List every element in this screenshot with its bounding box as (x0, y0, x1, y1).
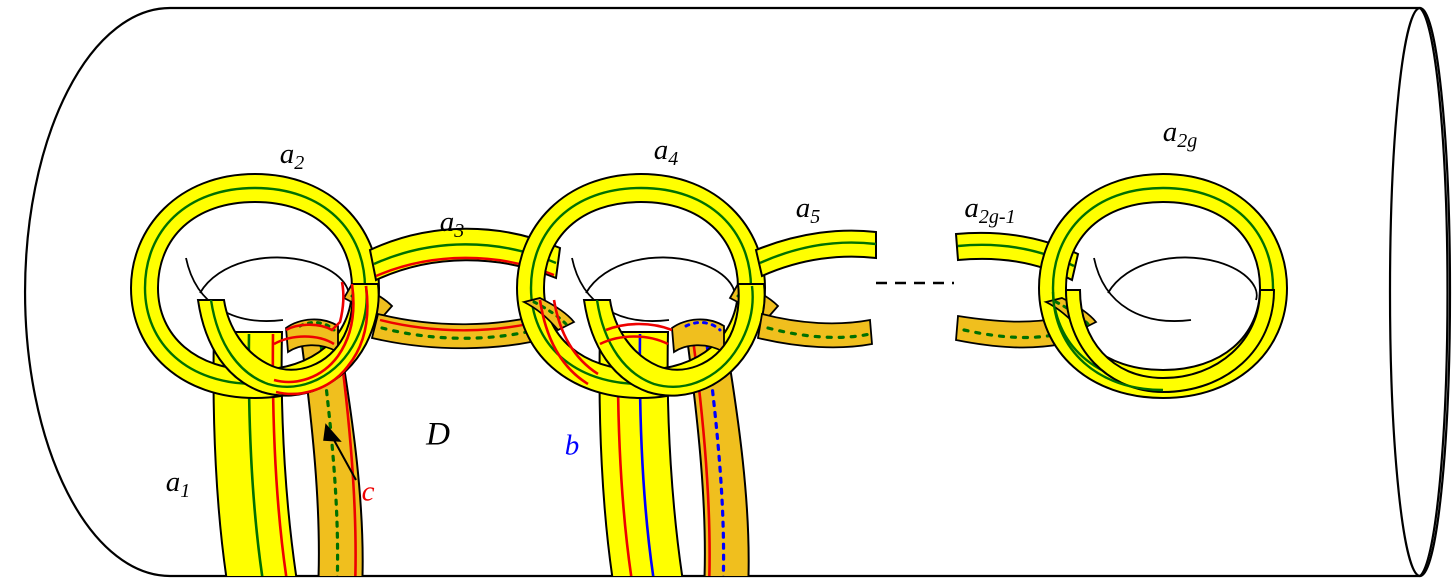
connector-a5-front-green (759, 241, 877, 265)
handle-3-ring-band (1037, 172, 1289, 400)
handle-1-front-flap-green (209, 285, 368, 388)
handle-1-red-c-c (273, 283, 355, 384)
label-a5: a5 (796, 192, 821, 228)
label-D: D (425, 417, 450, 453)
handle-2-saddle-left-dotted (532, 300, 568, 326)
handle-3 (1037, 172, 1289, 400)
label-a2g-minus-1: a2g-1 (964, 192, 1015, 228)
label-a2g: a2g (1163, 116, 1198, 152)
handle-2-front-flap-green (595, 285, 754, 388)
handle-3-front-flap (1064, 289, 1276, 394)
handle-3-hole-arc-inner (1107, 256, 1258, 301)
label-a2: a2 (280, 138, 305, 174)
handle-1-red-c-d (275, 285, 369, 396)
handle-1-red-c-a (285, 281, 345, 332)
handle-2-red-b (552, 299, 599, 376)
handle-2 (515, 172, 780, 576)
connector-a3-back-dotted (380, 324, 552, 340)
boundary-circle (1388, 6, 1452, 578)
label-c: c (362, 476, 375, 508)
handle-3-hole-arc-left (1093, 257, 1192, 322)
handle-2-tube-back (684, 329, 750, 576)
label-a3: a3 (440, 206, 465, 242)
handle-2-hole-arc-inner (585, 256, 736, 301)
connector-a3-front (368, 227, 562, 282)
connector-a5-back (756, 312, 873, 349)
handle-2-saddle-bottom-dotted (684, 321, 722, 332)
label-b: b (565, 430, 580, 462)
handle-1-red-c-b (273, 335, 335, 346)
labels-layer: a1 a2 a3 a4 a5 a2g-1 a2g D b c (166, 116, 1198, 508)
handle-2-red-c (599, 335, 669, 346)
connector-a5 (754, 229, 877, 349)
connector-a5-back-dotted (766, 326, 872, 339)
connector-a3 (368, 227, 562, 350)
label-a4: a4 (654, 134, 679, 170)
c-arrow (323, 423, 357, 481)
label-a1: a1 (166, 466, 191, 502)
handle-1-hole-arc-inner (199, 256, 350, 301)
handle-3-front-flap-green (1051, 291, 1164, 392)
handle-2-saddle-left (521, 297, 576, 332)
handle-2-red-a (538, 299, 589, 386)
c-arrow-head (323, 423, 342, 442)
handle-1 (129, 172, 394, 576)
handle-2-red-d (605, 322, 673, 332)
